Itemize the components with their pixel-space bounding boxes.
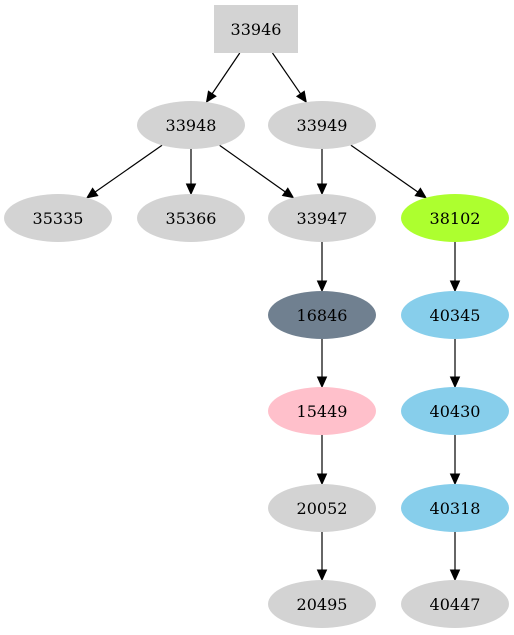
edge-33948-35366 <box>185 149 197 196</box>
node-label: 35335 <box>33 209 84 228</box>
node-16846: 16846 <box>268 291 376 339</box>
node-label: 20052 <box>297 499 348 518</box>
node-ellipse <box>401 194 509 242</box>
node-ellipse <box>401 387 509 435</box>
node-label: 33948 <box>166 116 217 135</box>
node-33948: 33948 <box>137 101 245 149</box>
arrowhead-icon <box>205 90 217 104</box>
arrowhead-icon <box>414 187 428 199</box>
node-label: 35366 <box>166 209 217 228</box>
node-ellipse <box>137 194 245 242</box>
node-ellipse <box>268 101 376 149</box>
edge-16846-15449 <box>316 339 328 389</box>
node-ellipse <box>268 580 376 628</box>
arrowhead-icon <box>316 280 328 293</box>
edge-20052-20495 <box>316 532 328 582</box>
node-label: 33947 <box>297 209 348 228</box>
edge-line <box>211 52 241 95</box>
node-label: 40447 <box>430 595 481 614</box>
node-ellipse <box>268 387 376 435</box>
node-label: 33946 <box>231 20 282 39</box>
node-20495: 20495 <box>268 580 376 628</box>
arrowhead-icon <box>295 90 307 104</box>
arrowhead-icon <box>449 280 461 293</box>
node-ellipse <box>4 194 112 242</box>
arrowhead-icon <box>449 473 461 486</box>
node-33946: 33946 <box>214 5 298 53</box>
node-label: 40345 <box>430 306 481 325</box>
arrowhead-icon <box>316 473 328 486</box>
arrowhead-icon <box>316 183 328 196</box>
nodes-layer: 33946 33948 33949 35335 35366 33947 38102 16846… <box>4 5 509 628</box>
edge-33946-33949 <box>272 52 307 104</box>
edge-40430-40318 <box>449 435 461 486</box>
node-20052: 20052 <box>268 484 376 532</box>
node-label: 20495 <box>297 595 348 614</box>
node-15449: 15449 <box>268 387 376 435</box>
node-40345: 40345 <box>401 291 509 339</box>
node-ellipse <box>268 194 376 242</box>
node-ellipse <box>268 484 376 532</box>
arrowhead-icon <box>449 376 461 389</box>
node-ellipse <box>401 291 509 339</box>
node-ellipse <box>401 580 509 628</box>
node-label: 40318 <box>430 499 481 518</box>
edge-line <box>219 144 286 193</box>
node-40447: 40447 <box>401 580 509 628</box>
arrowhead-icon <box>449 569 461 582</box>
node-label: 40430 <box>430 402 481 421</box>
arrowhead-icon <box>281 187 295 199</box>
edge-line <box>94 144 163 193</box>
edge-40318-40447 <box>449 532 461 582</box>
node-35366: 35366 <box>137 194 245 242</box>
edge-33948-33947 <box>219 144 295 199</box>
arrowhead-icon <box>316 569 328 582</box>
edge-line <box>350 144 419 193</box>
edge-33947-16846 <box>316 242 328 293</box>
node-40318: 40318 <box>401 484 509 532</box>
edge-line <box>272 52 302 95</box>
node-label: 15449 <box>297 402 348 421</box>
node-label: 38102 <box>430 209 481 228</box>
node-box <box>214 5 298 53</box>
node-label: 33949 <box>297 116 348 135</box>
node-33949: 33949 <box>268 101 376 149</box>
edge-15449-20052 <box>316 435 328 486</box>
node-35335: 35335 <box>4 194 112 242</box>
node-38102: 38102 <box>401 194 509 242</box>
arrowhead-icon <box>185 183 197 196</box>
node-label: 16846 <box>297 306 348 325</box>
node-33947: 33947 <box>268 194 376 242</box>
edge-33949-33947 <box>316 149 328 196</box>
edge-38102-40345 <box>449 242 461 293</box>
arrowhead-icon <box>316 376 328 389</box>
node-ellipse <box>137 101 245 149</box>
edge-33946-33948 <box>205 52 241 104</box>
edge-33948-35335 <box>85 144 163 199</box>
edges-layer <box>85 52 461 582</box>
edge-40345-40430 <box>449 339 461 389</box>
node-40430: 40430 <box>401 387 509 435</box>
node-ellipse <box>401 484 509 532</box>
arrowhead-icon <box>85 187 99 199</box>
edge-33949-38102 <box>350 144 428 199</box>
node-ellipse <box>268 291 376 339</box>
